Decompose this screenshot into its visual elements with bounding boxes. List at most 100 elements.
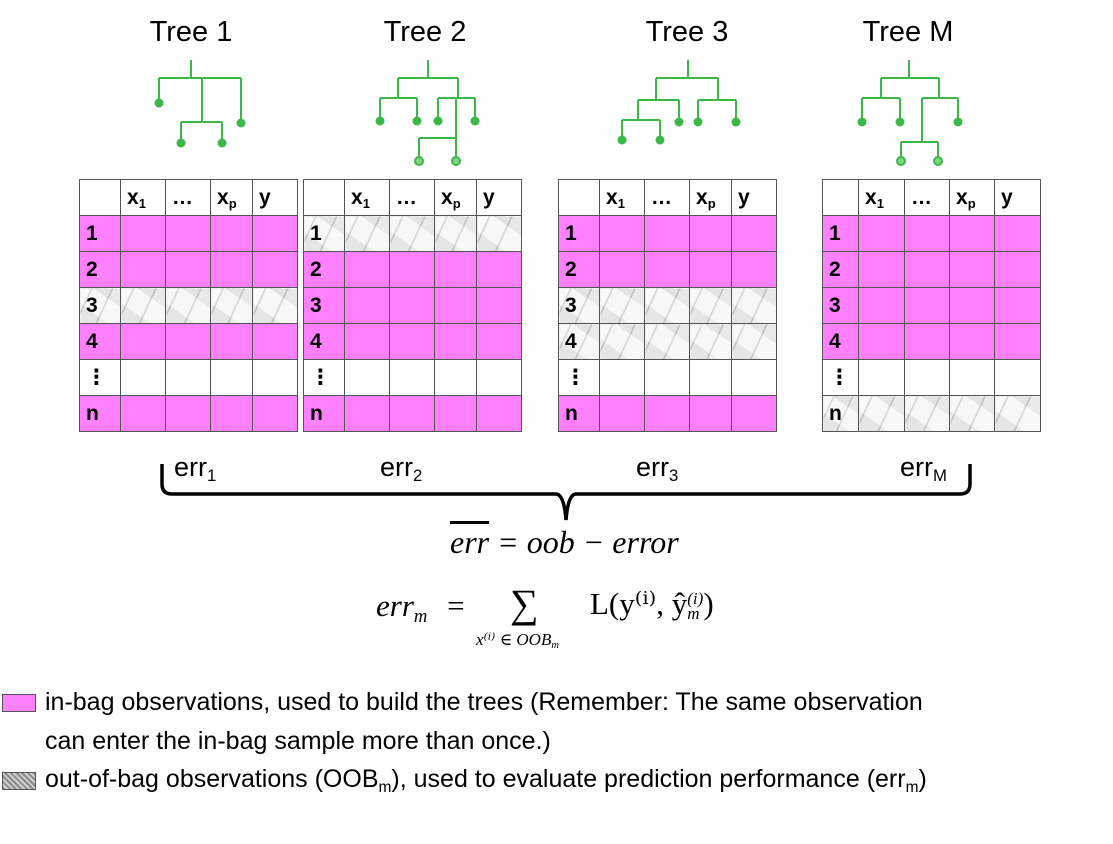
observation-cell [644, 287, 690, 324]
observation-cell [949, 323, 995, 360]
observation-cell [389, 215, 435, 252]
err-m-formula-lhs: errm = [376, 588, 465, 627]
observation-cell [344, 395, 390, 432]
observation-cell [165, 395, 211, 432]
observation-cell [904, 251, 950, 288]
tree-3-icon [617, 60, 741, 145]
table-row: n [79, 395, 298, 432]
tree-m-icon [857, 60, 963, 166]
observation-cell [858, 323, 905, 360]
row-label: 2 [303, 251, 345, 288]
table-row: 2 [822, 251, 1041, 288]
observation-cell [344, 287, 390, 324]
observation-cell [599, 215, 645, 252]
oob-swatch [2, 772, 36, 790]
table-row: 2 [558, 251, 777, 288]
header-x1: x1 [858, 179, 905, 216]
observation-cell [165, 251, 211, 288]
observation-cell [689, 359, 732, 396]
observation-cell [210, 359, 253, 396]
header-dots: … [165, 179, 211, 216]
observation-cell [434, 251, 477, 288]
table-row: 4 [79, 323, 298, 360]
observation-cell [689, 287, 732, 324]
observation-cell [644, 251, 690, 288]
row-label: 1 [822, 215, 859, 252]
row-label: 1 [79, 215, 121, 252]
header-dots: … [389, 179, 435, 216]
header-xp: xp [434, 179, 477, 216]
header-x1: x1 [344, 179, 390, 216]
observation-cell [994, 395, 1041, 432]
observation-cell [165, 215, 211, 252]
observation-cell [120, 215, 166, 252]
observation-cell [731, 359, 777, 396]
header-y: y [252, 179, 298, 216]
observation-cell [210, 287, 253, 324]
err-m-label: errM [900, 452, 947, 486]
err-3-label: err3 [636, 452, 679, 486]
observation-cell [731, 251, 777, 288]
tree-3-title: Tree 3 [645, 16, 729, 48]
inbag-swatch [2, 694, 36, 712]
observation-cell [731, 215, 777, 252]
observation-cell [994, 215, 1041, 252]
row-label: 1 [303, 215, 345, 252]
observation-cell [210, 323, 253, 360]
observation-cell [252, 395, 298, 432]
oob-legend: out-of-bag observations (OOBm), used to … [45, 765, 927, 796]
observation-cell [434, 359, 477, 396]
header-x1: x1 [120, 179, 166, 216]
observation-cell [689, 251, 732, 288]
observation-cell [389, 251, 435, 288]
observation-cell [165, 287, 211, 324]
observation-cell [644, 215, 690, 252]
table-row: 4 [303, 323, 522, 360]
observation-cell [689, 323, 732, 360]
header-y: y [731, 179, 777, 216]
row-label: 1 [558, 215, 600, 252]
header-xp: xp [689, 179, 732, 216]
header-dots: … [644, 179, 690, 216]
observation-cell [689, 395, 732, 432]
corner-cell [558, 179, 600, 216]
observation-cell [434, 215, 477, 252]
observation-cell [210, 251, 253, 288]
table-row: ⋮ [79, 359, 298, 396]
loss-function: L(y⁽ⁱ⁾, ŷ(i)m) [590, 586, 714, 623]
observation-cell [476, 359, 522, 396]
row-label: 4 [303, 323, 345, 360]
observation-cell [344, 323, 390, 360]
observation-cell [252, 323, 298, 360]
observation-cell [994, 287, 1041, 324]
table-row: 2 [79, 251, 298, 288]
table-row: 1 [79, 215, 298, 252]
table-row: 3 [79, 287, 298, 324]
observation-cell [434, 395, 477, 432]
observation-cell [904, 323, 950, 360]
observation-cell [904, 359, 950, 396]
inbag-legend-line2: can enter the in-bag sample more than on… [45, 727, 551, 755]
observation-cell [949, 251, 995, 288]
observation-cell [994, 323, 1041, 360]
observation-cell [389, 359, 435, 396]
observation-cell [344, 215, 390, 252]
table-row: 4 [822, 323, 1041, 360]
observation-cell [476, 287, 522, 324]
observation-cell [731, 323, 777, 360]
observation-cell [858, 359, 905, 396]
row-label: 2 [822, 251, 859, 288]
corner-cell [79, 179, 121, 216]
err-1-label: err1 [174, 452, 217, 486]
header-xp: xp [210, 179, 253, 216]
row-label: ⋮ [822, 359, 859, 396]
corner-cell [303, 179, 345, 216]
observation-cell [252, 215, 298, 252]
observation-cell [599, 251, 645, 288]
table-row: n [558, 395, 777, 432]
table-row: ⋮ [558, 359, 777, 396]
observation-cell [949, 359, 995, 396]
